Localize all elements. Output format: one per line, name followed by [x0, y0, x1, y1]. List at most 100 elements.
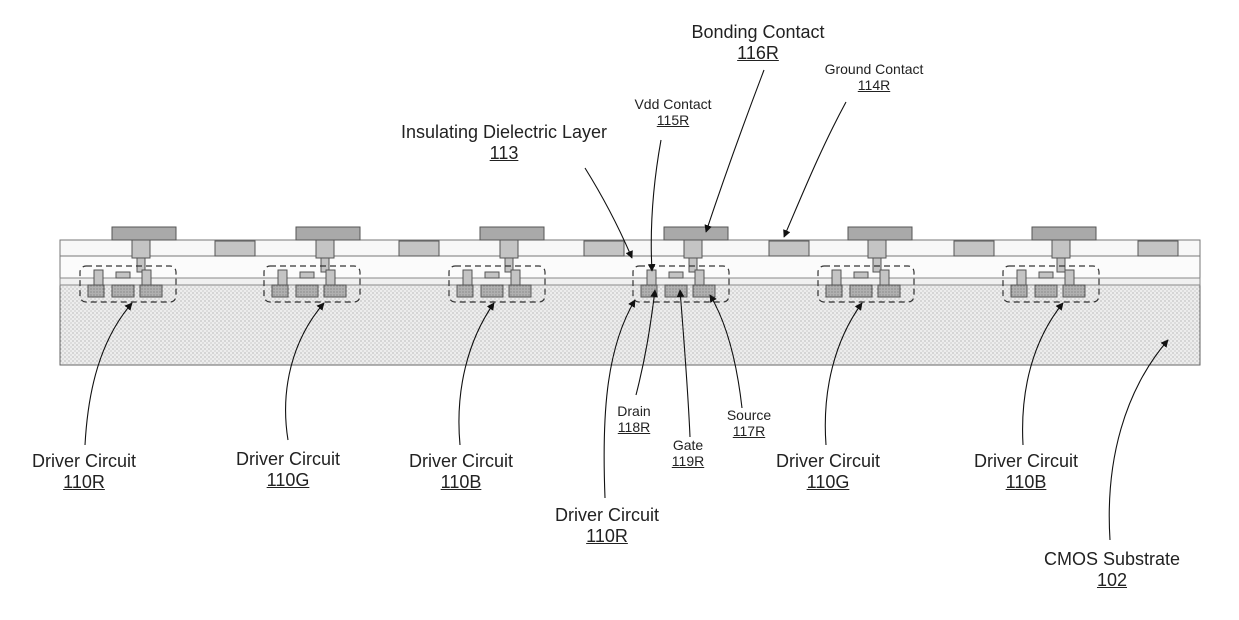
label-driver-circuit: Driver Circuit 110R: [32, 451, 136, 492]
source-region: [140, 285, 162, 297]
label-ref: 110G: [236, 470, 340, 491]
source-contact: [326, 270, 335, 285]
gate-contact: [1039, 272, 1053, 278]
label-gate: Gate 119R: [672, 437, 704, 469]
vdd-contact: [1017, 270, 1026, 285]
source-region: [693, 285, 715, 297]
via-pillar: [1052, 240, 1070, 258]
label-ref: 110B: [409, 472, 513, 493]
label-text: Bonding Contact: [691, 22, 824, 43]
ground-contact: [399, 241, 439, 256]
ground-contact: [1138, 241, 1178, 256]
label-driver-circuit: Driver Circuit 110B: [974, 451, 1078, 492]
gate-contact: [300, 272, 314, 278]
interconnect-layer: [60, 256, 1200, 278]
gate-contact: [485, 272, 499, 278]
source-contact: [880, 270, 889, 285]
label-ref: 117R: [727, 423, 771, 439]
via-pillar: [868, 240, 886, 258]
via-pillar: [132, 240, 150, 258]
gate-contact: [669, 272, 683, 278]
label-ref: 118R: [617, 419, 650, 435]
label-drain: Drain 118R: [617, 403, 650, 435]
vdd-contact: [463, 270, 472, 285]
gate-region: [665, 285, 687, 297]
label-text: Driver Circuit: [974, 451, 1078, 472]
gate-region: [850, 285, 872, 297]
gate-region: [296, 285, 318, 297]
label-source: Source 117R: [727, 407, 771, 439]
label-text: Driver Circuit: [409, 451, 513, 472]
bonding-contact: [296, 227, 360, 240]
vdd-contact: [647, 270, 656, 285]
vdd-contact: [94, 270, 103, 285]
label-text: Gate: [672, 437, 704, 453]
label-insulating-layer: Insulating Dielectric Layer 113: [401, 122, 607, 163]
bonding-contact: [664, 227, 728, 240]
vdd-contact: [278, 270, 287, 285]
leader-bonding: [706, 70, 764, 232]
via-stem: [1057, 258, 1065, 272]
label-bonding-contact: Bonding Contact 116R: [691, 22, 824, 63]
ground-contact: [954, 241, 994, 256]
label-ref: 114R: [825, 77, 924, 93]
thin-oxide-layer: [60, 278, 1200, 285]
source-region: [878, 285, 900, 297]
label-driver-circuit: Driver Circuit 110G: [776, 451, 880, 492]
via-pillar: [316, 240, 334, 258]
label-ref: 102: [1044, 570, 1180, 591]
ground-contact: [584, 241, 624, 256]
source-region: [509, 285, 531, 297]
label-cmos-substrate: CMOS Substrate 102: [1044, 549, 1180, 590]
bonding-contact: [1032, 227, 1096, 240]
via-pillar: [500, 240, 518, 258]
drain-region: [826, 285, 842, 297]
label-ref: 113: [401, 143, 607, 164]
label-driver-circuit: Driver Circuit 110R: [555, 505, 659, 546]
gate-contact: [854, 272, 868, 278]
bonding-contact: [112, 227, 176, 240]
label-text: Vdd Contact: [634, 96, 711, 112]
source-contact: [511, 270, 520, 285]
label-ref: 116R: [691, 43, 824, 64]
label-driver-circuit: Driver Circuit 110G: [236, 449, 340, 490]
label-ref: 110B: [974, 472, 1078, 493]
label-text: CMOS Substrate: [1044, 549, 1180, 570]
gate-region: [481, 285, 503, 297]
gate-contact: [116, 272, 130, 278]
ground-contact: [769, 241, 809, 256]
ground-contact: [215, 241, 255, 256]
label-ref: 110R: [555, 526, 659, 547]
label-text: Driver Circuit: [776, 451, 880, 472]
label-vdd-contact: Vdd Contact 115R: [634, 96, 711, 128]
bonding-contact: [480, 227, 544, 240]
label-text: Insulating Dielectric Layer: [401, 122, 607, 143]
source-region: [1063, 285, 1085, 297]
via-pillar: [684, 240, 702, 258]
label-text: Driver Circuit: [236, 449, 340, 470]
label-ref: 119R: [672, 453, 704, 469]
drain-region: [272, 285, 288, 297]
label-text: Drain: [617, 403, 650, 419]
vdd-contact: [832, 270, 841, 285]
label-driver-circuit: Driver Circuit 110B: [409, 451, 513, 492]
label-text: Source: [727, 407, 771, 423]
cmos-substrate: [60, 285, 1200, 365]
leader-substrate: [1109, 340, 1168, 540]
label-ref: 115R: [634, 112, 711, 128]
leader-ground: [784, 102, 846, 237]
drain-region: [457, 285, 473, 297]
label-ref: 110R: [32, 472, 136, 493]
source-region: [324, 285, 346, 297]
gate-region: [112, 285, 134, 297]
gate-region: [1035, 285, 1057, 297]
label-text: Ground Contact: [825, 61, 924, 77]
drain-region: [88, 285, 104, 297]
source-contact: [142, 270, 151, 285]
source-contact: [695, 270, 704, 285]
label-text: Driver Circuit: [555, 505, 659, 526]
source-contact: [1065, 270, 1074, 285]
drain-region: [1011, 285, 1027, 297]
label-text: Driver Circuit: [32, 451, 136, 472]
